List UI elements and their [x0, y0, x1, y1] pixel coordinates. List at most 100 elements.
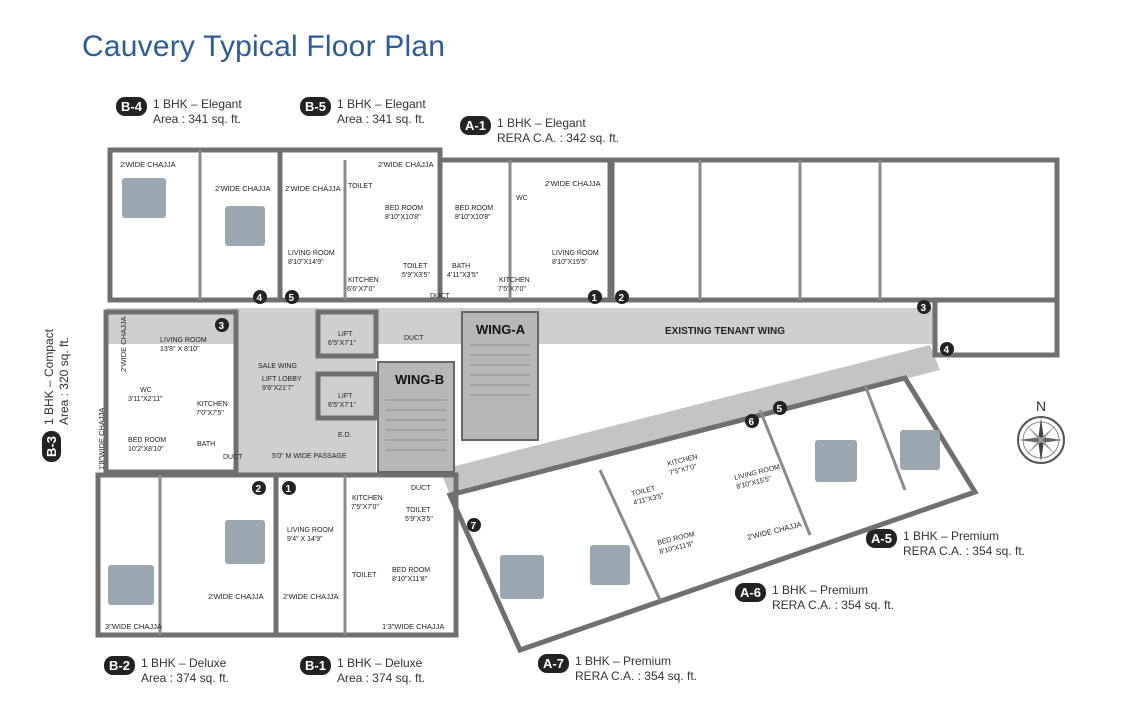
bedroom-dim: 8'10"X11'8" [392, 576, 428, 583]
lift-lobby-dim: 9'6"X21'7" [262, 385, 294, 392]
unit-badge: B-5 [300, 97, 331, 116]
unit-area: RERA C.A. : 354 sq. ft. [771, 598, 895, 612]
north-compass: N [1015, 398, 1067, 471]
living-room-label: LIVING ROOM [288, 250, 335, 257]
unit-area: Area : 374 sq. ft. [336, 671, 426, 685]
svg-text:2: 2 [256, 484, 262, 495]
svg-text:5: 5 [777, 404, 783, 415]
svg-text:6: 6 [749, 417, 755, 428]
unit-type: 1 BHK – Premium [902, 529, 999, 543]
kitchen-dim: 7'5"X7'0" [351, 504, 379, 511]
chajja-label: 2'WIDE CHAJJA [746, 520, 802, 542]
marker-2: 2 [252, 481, 266, 495]
sofa-furniture [225, 520, 265, 564]
chajja-label: 2'WIDE CHAJJA [545, 179, 601, 188]
wc-label: WC [140, 387, 152, 394]
north-label: N [1035, 398, 1047, 414]
svg-text:3: 3 [921, 303, 927, 314]
lift-label: LIFT [338, 331, 353, 338]
svg-text:1: 1 [286, 484, 292, 495]
marker-7: 7 [467, 518, 481, 532]
svg-text:5: 5 [289, 293, 295, 304]
bed-furniture [122, 178, 166, 218]
chajja-label: 2'WIDE CHAJJA [285, 184, 341, 193]
wing-b-stair [377, 361, 455, 473]
kitchen-dim: 7'5"X7'0" [498, 286, 526, 293]
svg-text:3: 3 [219, 321, 225, 332]
unit-badge: A-5 [866, 529, 897, 548]
kitchen-dim: 6'6"X7'0" [347, 286, 375, 293]
bedroom-label: BED ROOM [385, 205, 423, 212]
sofa-furniture [225, 206, 265, 246]
marker-6: 6 [745, 414, 759, 428]
compass-rose-icon [1017, 416, 1065, 464]
living-room-dim: 13'8" X 8'10" [160, 346, 200, 353]
unit-area: RERA C.A. : 354 sq. ft. [902, 544, 1026, 558]
lift-dim: 6'5"X7'1" [328, 340, 356, 347]
svg-text:7: 7 [471, 521, 477, 532]
kitchen-label: KITCHEN [499, 277, 530, 284]
unit-type: 1 BHK – Elegant [152, 97, 242, 111]
svg-text:2: 2 [619, 293, 625, 304]
unit-area: RERA C.A. : 354 sq. ft. [574, 669, 698, 683]
lift-lobby-label: LIFT LOBBY [262, 376, 302, 383]
page-title: Cauvery Typical Floor Plan [82, 30, 446, 63]
living-room-dim: 8'10"X14'9" [288, 259, 324, 266]
unit-area: Area : 374 sq. ft. [140, 671, 230, 685]
existing-wing-label: EXISTING TENANT WING [665, 326, 785, 337]
chajja-label: 2'WIDE CHAJJA [378, 160, 434, 169]
bedroom-label: BED ROOM [392, 567, 430, 574]
living-room-dim: 9'4" X 14'9" [287, 536, 323, 543]
unit-area: Area : 341 sq. ft. [336, 112, 426, 126]
unit-markers: 4 5 1 2 3 4 3 2 1 6 5 7 [215, 290, 954, 532]
ed-label: E.D. [338, 432, 352, 439]
bath-label: BATH [197, 441, 215, 448]
chajja-label: 2'WIDE CHAJJA [283, 592, 339, 601]
sale-wing-label: SALE WING [258, 363, 297, 370]
svg-text:4: 4 [944, 345, 950, 356]
kitchen-dim: 7'0"X7'5" [196, 410, 224, 417]
wc-label: WC [516, 195, 528, 202]
unit-type: 1 BHK – Premium [574, 654, 671, 668]
bedroom-dim: 10'2"X8'10" [128, 446, 164, 453]
toilet-dim: 5'9"X3'5" [402, 272, 430, 279]
unit-area: RERA C.A. : 342 sq. ft. [496, 131, 620, 145]
living-room-dim: 8'10"X15'5" [552, 259, 588, 266]
wing-b-label: WING-B [395, 372, 444, 387]
toilet-label: TOILET [348, 183, 373, 190]
bedroom-label: BED ROOM [128, 437, 166, 444]
chajja-label: 1'8"WIDE CHAJJA [97, 408, 106, 470]
bedroom-label: BED ROOM [455, 205, 493, 212]
toilet-label: TOILET [403, 263, 428, 270]
marker-2: 2 [615, 290, 629, 304]
bath-dim: 4'11"X3'5" [447, 272, 479, 279]
bed-furniture [900, 430, 940, 470]
living-room-label: LIVING ROOM [287, 527, 334, 534]
marker-4: 4 [940, 342, 954, 356]
bedroom-dim: 8'10"X10'8" [455, 214, 491, 221]
duct-label: DUCT [411, 485, 431, 492]
unit-type: 1 BHK – Premium [771, 583, 868, 597]
bed-furniture [590, 545, 630, 585]
marker-3: 3 [215, 318, 229, 332]
passage-label: 5'0" M WIDE PASSAGE [272, 453, 347, 460]
unit-type: 1 BHK – Elegant [336, 97, 426, 111]
unit-area: Area : 341 sq. ft. [152, 112, 242, 126]
chajja-label: 1'3"WIDE CHAJJA [382, 622, 444, 631]
kitchen-label: KITCHEN [352, 495, 383, 502]
chajja-label: 3"WIDE CHAJJA [105, 622, 162, 631]
chajja-label: 2'WIDE CHAJJA [215, 184, 271, 193]
bedroom-dim: 8'10"X10'8" [385, 214, 421, 221]
lift-label: LIFT [338, 393, 353, 400]
duct-label: DUCT [404, 335, 424, 342]
unit-badge: B-2 [104, 656, 135, 675]
unit-type: 1 BHK – Deluxe [140, 656, 227, 670]
chajja-label: 2'WIDE CHAJJA [208, 592, 264, 601]
living-room-label: LIVING ROOM [552, 250, 599, 257]
marker-5: 5 [285, 290, 299, 304]
